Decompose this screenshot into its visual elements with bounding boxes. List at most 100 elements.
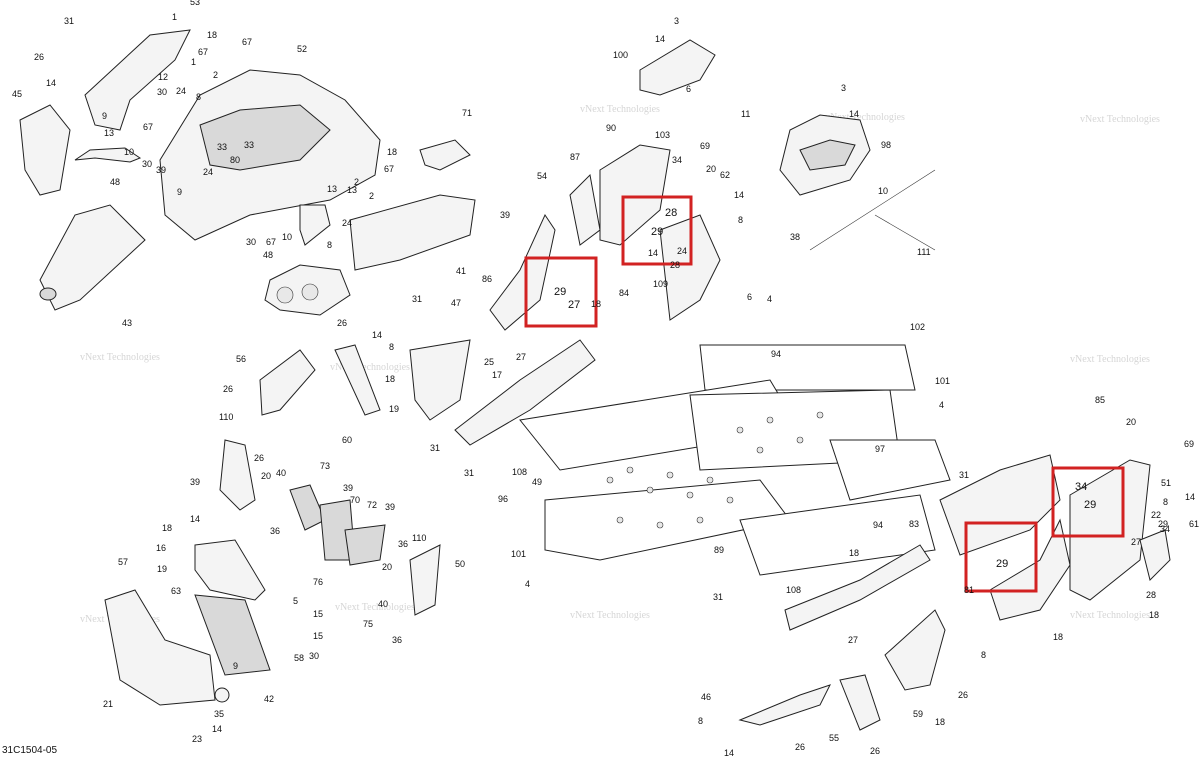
callout-number: 110 xyxy=(412,533,426,543)
callout-number: 110 xyxy=(219,412,233,422)
callout-number: 90 xyxy=(606,123,616,133)
callout-number: 18 xyxy=(591,299,601,309)
callout-number: 9 xyxy=(177,187,182,197)
callout-number: 26 xyxy=(254,453,264,463)
callout-number: 1 xyxy=(191,57,196,67)
callout-number: 60 xyxy=(342,435,352,445)
callout-number: 38 xyxy=(790,232,800,242)
callout-number: 24 xyxy=(176,86,186,96)
callout-number: 14 xyxy=(734,190,744,200)
callout-number: 3 xyxy=(841,83,846,93)
highlight-box xyxy=(524,256,598,328)
callout-number: 97 xyxy=(875,444,885,454)
callout-number: 26 xyxy=(223,384,233,394)
callout-number: 47 xyxy=(451,298,461,308)
callout-number: 4 xyxy=(939,400,944,410)
callout-number: 14 xyxy=(724,748,734,758)
callout-number: 62 xyxy=(720,170,730,180)
callout-number: 20 xyxy=(1126,417,1136,427)
callout-number: 2 xyxy=(354,177,359,187)
callout-number: 73 xyxy=(320,461,330,471)
callout-number: 14 xyxy=(190,514,200,524)
callout-number: 108 xyxy=(512,467,527,477)
callout-number: 101 xyxy=(511,549,526,559)
callout-number: 48 xyxy=(263,250,273,260)
callout-number: 100 xyxy=(613,50,628,60)
callout-number: 94 xyxy=(771,349,781,359)
callout-number: 34 xyxy=(1160,524,1170,534)
callout-number: 86 xyxy=(482,274,492,284)
callout-number: 31 xyxy=(430,443,440,453)
watermark: vNext Technologies xyxy=(1070,354,1150,365)
callout-number: 70 xyxy=(350,495,360,505)
highlight-box xyxy=(964,521,1038,593)
callout-number: 13 xyxy=(104,128,114,138)
part-floor-panels xyxy=(519,344,951,576)
callout-number: 41 xyxy=(456,266,466,276)
callout-number: 6 xyxy=(686,84,691,94)
callout-number: 20 xyxy=(706,164,716,174)
highlight-label: 27 xyxy=(568,299,580,311)
callout-number: 40 xyxy=(378,599,388,609)
watermark: vNext Technologies xyxy=(1080,114,1160,125)
callout-number: 35 xyxy=(214,709,224,719)
callout-number: 46 xyxy=(701,692,711,702)
callout-number: 18 xyxy=(935,717,945,727)
highlight-label: 29 xyxy=(554,286,566,298)
callout-number: 84 xyxy=(619,288,629,298)
callout-number: 109 xyxy=(653,279,668,289)
callout-number: 54 xyxy=(537,171,547,181)
callout-number: 63 xyxy=(171,586,181,596)
part-side-panels-left xyxy=(219,339,596,616)
callout-number: 10 xyxy=(878,186,888,196)
callout-number: 8 xyxy=(196,92,201,102)
watermark: vNext Technologies xyxy=(335,602,415,613)
callout-number: 67 xyxy=(198,47,208,57)
callout-number: 102 xyxy=(910,322,925,332)
callout-number: 2 xyxy=(369,191,374,201)
callout-number: 8 xyxy=(389,342,394,352)
callout-number: 26 xyxy=(958,690,968,700)
callout-number: 5 xyxy=(293,596,298,606)
callout-number: 14 xyxy=(212,724,222,734)
callout-number: 36 xyxy=(398,539,408,549)
callout-number: 4 xyxy=(525,579,530,589)
callout-number: 8 xyxy=(327,240,332,250)
callout-number: 40 xyxy=(276,468,286,478)
callout-number: 9 xyxy=(233,661,238,671)
callout-number: 48 xyxy=(110,177,120,187)
callout-number: 18 xyxy=(849,548,859,558)
callout-number: 9 xyxy=(102,111,107,121)
part-hood-assembly xyxy=(19,29,476,316)
part-console-assembly xyxy=(489,39,721,331)
callout-number: 24 xyxy=(203,167,213,177)
callout-number: 19 xyxy=(157,564,167,574)
callout-number: 8 xyxy=(1163,497,1168,507)
highlight-boxes: 29 27 28 29 29 34 29 xyxy=(524,195,1125,593)
callout-number: 14 xyxy=(655,34,665,44)
callout-number: 24 xyxy=(677,246,687,256)
callout-number: 30 xyxy=(246,237,256,247)
callout-number: 14 xyxy=(46,78,56,88)
callout-number: 17 xyxy=(492,370,502,380)
callout-number: 27 xyxy=(848,635,858,645)
figure-code: 31C1504-05 xyxy=(2,745,57,756)
callout-number: 8 xyxy=(738,215,743,225)
callout-number: 111 xyxy=(917,247,931,257)
callout-number: 36 xyxy=(392,635,402,645)
callout-number: 83 xyxy=(909,519,919,529)
callout-number: 50 xyxy=(455,559,465,569)
callout-number: 57 xyxy=(118,557,128,567)
callout-number: 27 xyxy=(516,352,526,362)
callout-number: 18 xyxy=(1053,632,1063,642)
callout-number: 3 xyxy=(674,16,679,26)
floor-holes xyxy=(606,411,824,529)
callout-number: 108 xyxy=(786,585,801,595)
callout-number: 21 xyxy=(103,699,113,709)
watermark: vNext Technologies xyxy=(825,112,905,123)
watermark: vNext Technologies xyxy=(330,362,410,373)
callout-number: 28 xyxy=(1146,590,1156,600)
callout-number: 36 xyxy=(270,526,280,536)
callout-number: 59 xyxy=(913,709,923,719)
callout-number: 33 xyxy=(217,142,227,152)
